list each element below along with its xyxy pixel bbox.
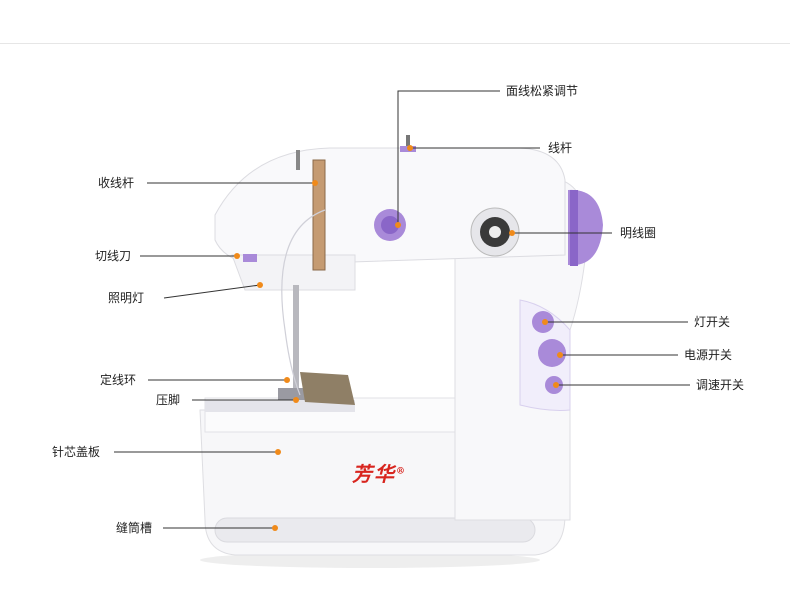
- label-thread-rod: 线杆: [548, 141, 573, 155]
- brand-logo: 芳华®: [352, 462, 407, 486]
- top-divider: [0, 43, 790, 44]
- label-light-switch: 灯开关: [694, 315, 731, 329]
- label-thread-cutter: 切线刀: [95, 249, 132, 263]
- label-thread-tension: 面线松紧调节: [506, 84, 579, 98]
- label-light: 照明灯: [108, 291, 145, 305]
- label-bobbin-slot: 缝筒槽: [116, 521, 153, 535]
- label-power-switch: 电源开关: [684, 348, 733, 362]
- label-speed-switch: 调速开关: [696, 378, 745, 392]
- label-handwheel: 明线圈: [620, 226, 657, 240]
- label-take-up-lever: 收线杆: [98, 176, 135, 190]
- label-needle-plate-cover: 针芯盖板: [52, 445, 101, 459]
- label-presser-foot: 压脚: [156, 393, 181, 407]
- label-thread-guide-ring: 定线环: [100, 373, 137, 387]
